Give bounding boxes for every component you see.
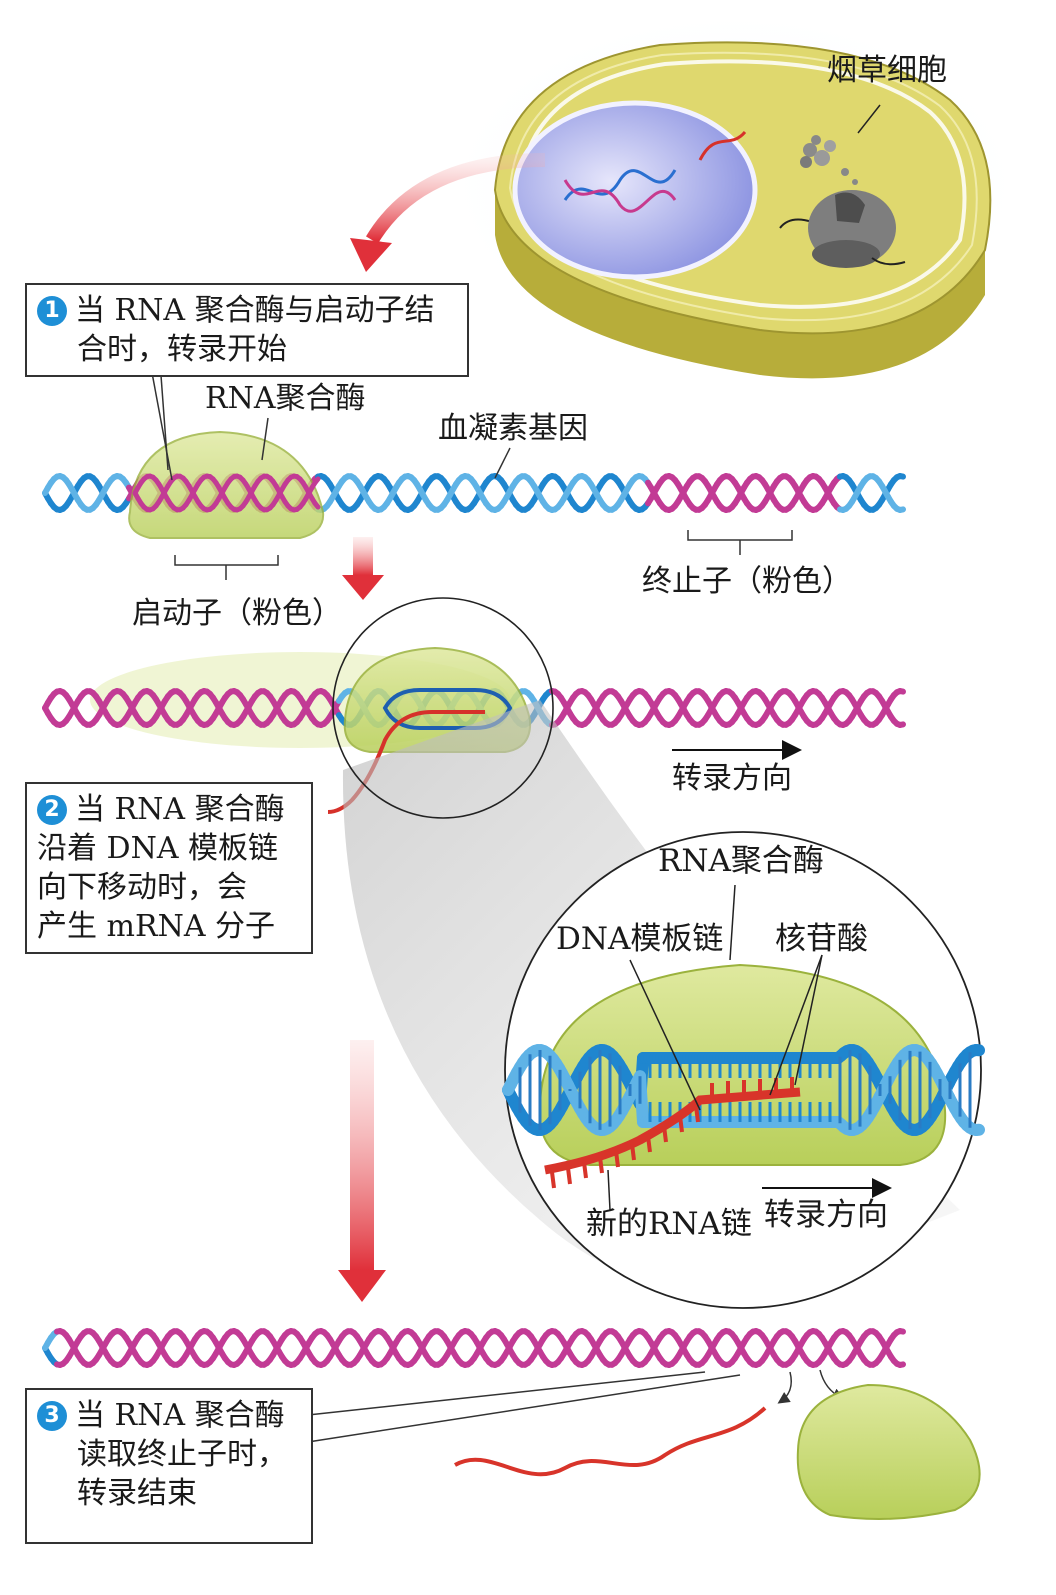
ribosome-cluster bbox=[800, 135, 858, 185]
cell-label: 烟草细胞 bbox=[827, 53, 947, 88]
step1-number-icon: 1 bbox=[37, 296, 67, 326]
curved-arrow-icon bbox=[365, 153, 546, 244]
ribosome bbox=[779, 190, 906, 268]
step3-line-2: 读取终止子时， bbox=[77, 1437, 287, 1472]
zoom-detail bbox=[502, 963, 985, 1189]
released-polymerase bbox=[796, 1383, 981, 1520]
zoom-circle-small bbox=[332, 597, 554, 819]
gene-label: 血凝素基因 bbox=[438, 411, 588, 446]
step2-line-2: 沿着 DNA 模板链 bbox=[37, 831, 279, 866]
step2-number-icon: 2 bbox=[37, 795, 67, 825]
zoom-new-rna-label: 新的RNA链 bbox=[586, 1206, 752, 1242]
cell-leader-line bbox=[857, 104, 881, 134]
step3-line-3: 转录结束 bbox=[77, 1476, 197, 1511]
released-mrna bbox=[454, 1406, 767, 1477]
promoter-label: 启动子（粉色） bbox=[132, 596, 342, 631]
promoter-bracket bbox=[174, 555, 279, 580]
tobacco-cell bbox=[445, 10, 1025, 379]
step2-line-4: 产生 mRNA 分子 bbox=[37, 909, 276, 944]
polymerase-leader bbox=[261, 417, 269, 461]
zoom-polymerase-label: RNA聚合酶 bbox=[658, 843, 824, 879]
zoom-direction-label: 转录方向 bbox=[764, 1197, 888, 1233]
terminator-label: 终止子（粉色） bbox=[642, 564, 852, 599]
step1-line-2: 合时，转录开始 bbox=[77, 332, 287, 367]
zoom-template-label: DNA模板链 bbox=[556, 921, 724, 957]
dna-helix-3 bbox=[42, 1328, 906, 1368]
step2-line-3: 向下移动时，会 bbox=[37, 870, 247, 905]
terminator-bracket bbox=[687, 530, 793, 555]
curved-arrow-head-icon bbox=[350, 238, 392, 272]
direction-label-2: 转录方向 bbox=[672, 761, 792, 796]
zoom-nucleotide-label: 核苷酸 bbox=[775, 921, 868, 957]
step3-leader-a bbox=[307, 1374, 741, 1443]
down-arrow-1-icon bbox=[353, 537, 373, 575]
gene-leader bbox=[494, 447, 511, 479]
dna-helix-1-overlay bbox=[132, 473, 321, 513]
step3-number-icon: 3 bbox=[37, 1401, 67, 1431]
nucleus bbox=[512, 100, 758, 280]
rna-polymerase-label: RNA聚合酶 bbox=[205, 381, 366, 416]
down-arrow-2-icon bbox=[350, 1040, 374, 1270]
new-rna-strand bbox=[544, 1087, 801, 1175]
step3-leader-b bbox=[307, 1371, 706, 1416]
